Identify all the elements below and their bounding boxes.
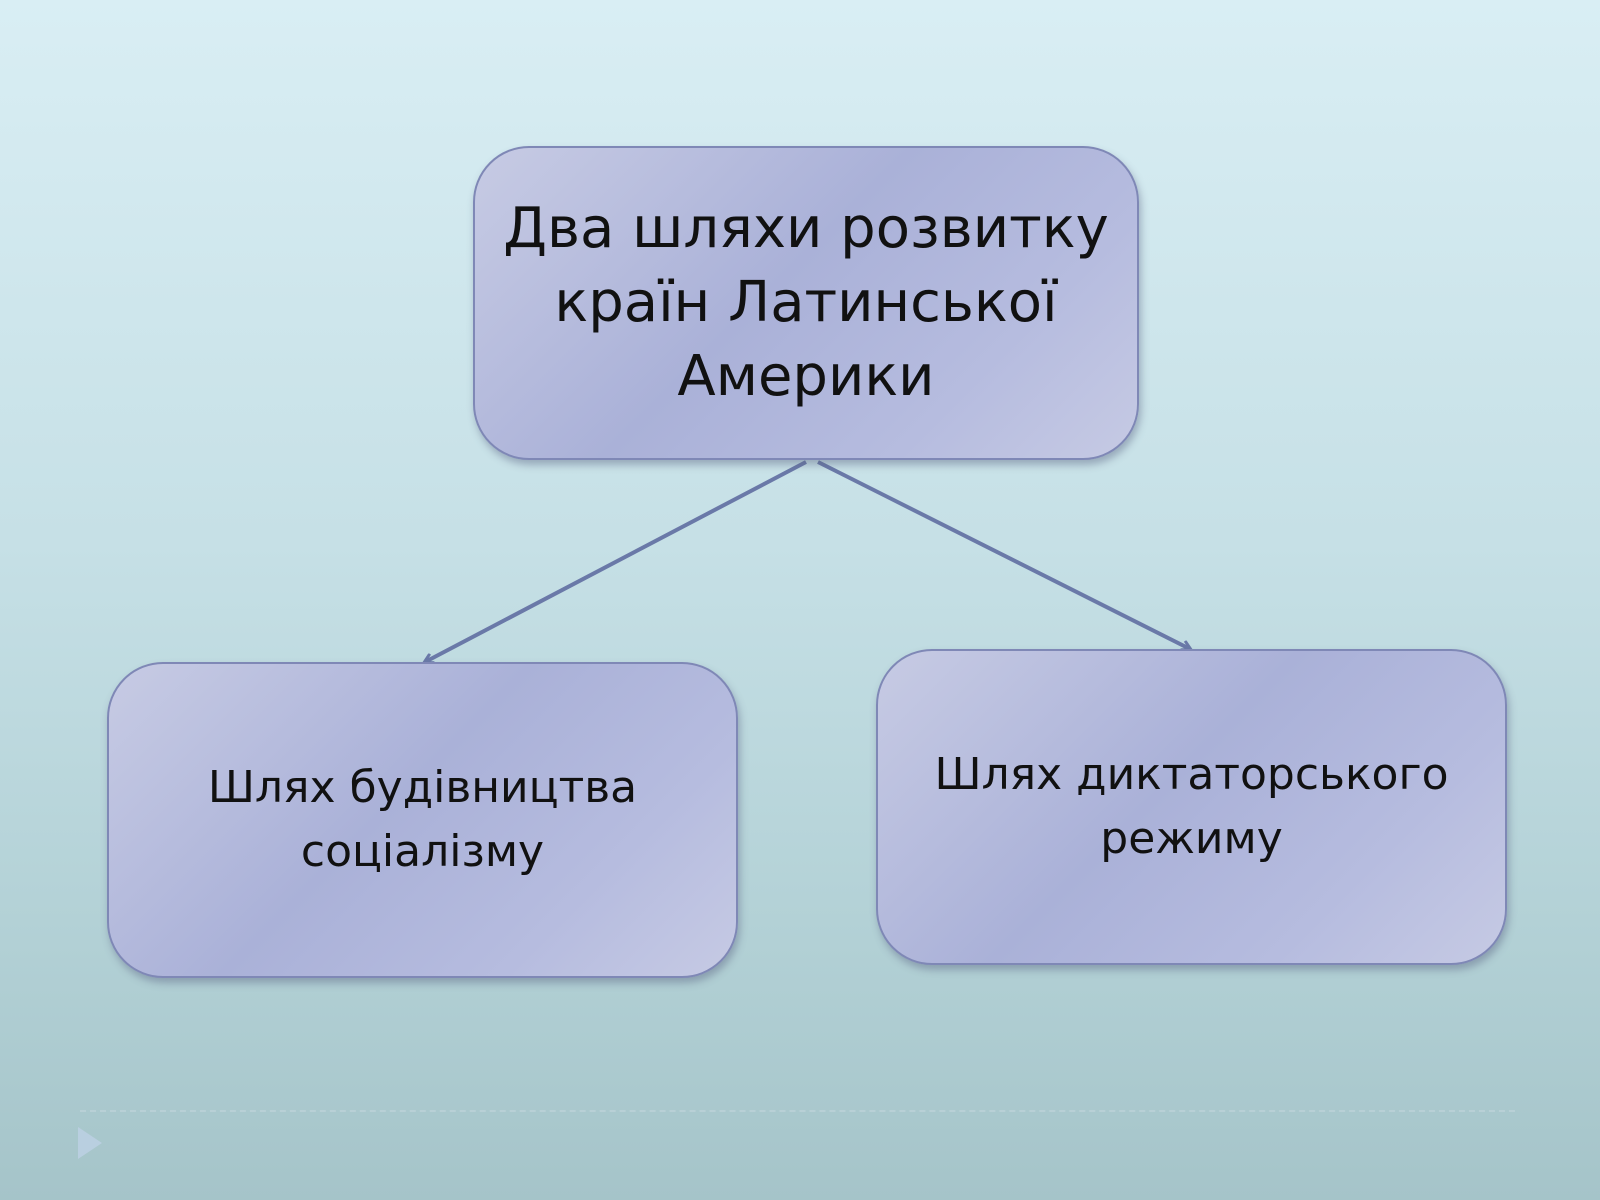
footer-divider (80, 1110, 1515, 1112)
node-label: Шлях диктаторського режиму (934, 749, 1449, 864)
arrow-to-left (425, 460, 807, 662)
node-label: Два шляхи розвитку країн Латинської Амер… (503, 196, 1109, 409)
diagram-node-root: Два шляхи розвитку країн Латинської Амер… (473, 146, 1139, 460)
node-label: Шлях будівництва соціалізму (207, 762, 638, 877)
diagram-node-socialism: Шлях будівництва соціалізму (107, 662, 738, 978)
diagram-node-dictatorship: Шлях диктаторського режиму (876, 649, 1507, 965)
play-triangle-icon (78, 1127, 102, 1159)
arrow-to-right (817, 460, 1190, 649)
